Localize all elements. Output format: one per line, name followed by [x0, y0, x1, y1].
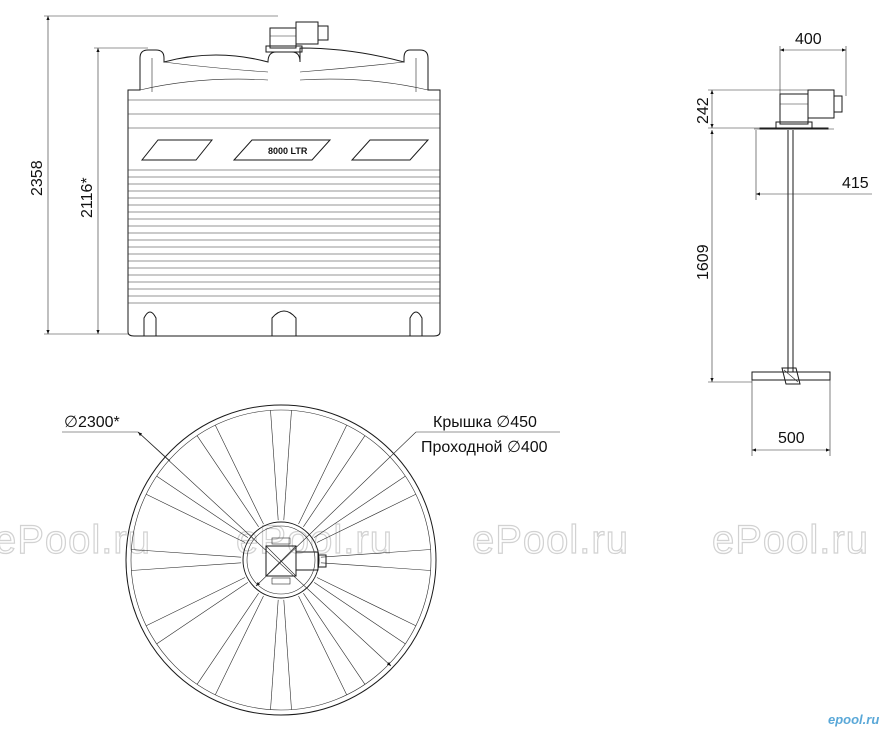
gearbox-side — [779, 93, 809, 125]
tank-ribs — [128, 169, 440, 304]
motor-side — [807, 89, 835, 119]
watermark-text-1: ePool.ru — [0, 518, 151, 562]
top-rib-line — [283, 599, 292, 710]
tank-height-label: 2116* — [79, 177, 96, 218]
window-right — [350, 139, 430, 161]
top-rib-line — [270, 599, 279, 710]
dim-line-diameter — [137, 431, 392, 667]
top-rib-line — [303, 435, 366, 528]
flange-side — [775, 121, 813, 129]
mixer-motor-front — [265, 21, 329, 53]
top-rib-line — [298, 425, 348, 525]
top-rib-line — [131, 562, 242, 571]
watermark-group: ePool.ru ePool.ru ePool.ru ePool.ru — [0, 517, 869, 562]
gearbox — [269, 27, 297, 49]
watermark-text-2: ePool.ru — [236, 518, 393, 562]
top-rib-line — [196, 592, 259, 685]
foot-right — [409, 311, 423, 336]
diameter-label: ∅2300* — [64, 414, 120, 431]
motor-fan — [317, 25, 329, 41]
impeller-diameter-label: 500 — [778, 430, 805, 447]
top-rib-line — [146, 493, 246, 543]
top-rib-line — [316, 493, 416, 543]
watermark-text-4: ePool.ru — [712, 518, 869, 562]
dome-line — [139, 78, 269, 91]
top-rib-line — [270, 410, 279, 521]
top-ribs — [131, 410, 431, 710]
brand-logo: epool.ru — [828, 712, 879, 727]
tank-label: 8000 LTR — [268, 146, 308, 156]
top-rib-line — [298, 595, 348, 695]
motor-fan-side — [833, 95, 843, 113]
top-rib-line — [196, 435, 259, 528]
top-rib-line — [156, 582, 249, 645]
lid-circle — [242, 521, 320, 599]
top-rib-line — [320, 562, 431, 571]
dome-line — [299, 78, 429, 91]
motor-flange — [265, 45, 303, 53]
top-rib-line — [146, 577, 246, 627]
passage-label: Проходной ∅400 — [421, 439, 548, 456]
top-rib-line — [320, 549, 431, 558]
dome-line — [299, 61, 405, 73]
foot-center — [271, 310, 297, 336]
side-view: 400 242 1609 415 500 — [695, 31, 872, 456]
tank-top-outer — [125, 404, 437, 716]
shaft-height-label: 1609 — [695, 244, 712, 280]
bracket-bottom — [271, 577, 291, 585]
top-rib-line — [214, 425, 264, 525]
motor-width-label: 400 — [795, 31, 822, 48]
bracket-top — [271, 537, 291, 545]
window-left — [140, 139, 214, 161]
top-rib-line — [214, 595, 264, 695]
handle-line — [151, 58, 417, 92]
blade-offset-label: 415 — [842, 175, 869, 192]
impeller-hub — [781, 367, 801, 385]
total-height-label: 2358 — [29, 160, 46, 196]
lid-leader — [255, 431, 417, 587]
top-rib-line — [316, 577, 416, 627]
dome-line — [163, 61, 269, 73]
top-rib-line — [131, 549, 242, 558]
foot-left — [143, 311, 157, 336]
top-rib-line — [283, 410, 292, 521]
tank-top-rim — [130, 409, 432, 711]
motor-body — [295, 21, 319, 45]
top-rib-line — [313, 475, 406, 538]
lid-label: Крышка ∅450 — [433, 414, 537, 431]
window-center — [232, 139, 332, 161]
watermark-text-3: ePool.ru — [472, 518, 629, 562]
impeller — [751, 371, 831, 381]
top-view: ∅2300* Крышка ∅450 Проходной ∅400 — [62, 404, 560, 716]
front-view: 8000 LTR 2358 2116* — [29, 15, 441, 337]
top-rib-line — [156, 475, 249, 538]
tank-outline — [127, 47, 441, 337]
top-rib-line — [303, 592, 366, 685]
motor-fan-top — [317, 554, 327, 568]
top-rib-line — [313, 582, 406, 645]
passage-circle — [246, 525, 316, 595]
motor-height-label: 242 — [695, 97, 712, 124]
